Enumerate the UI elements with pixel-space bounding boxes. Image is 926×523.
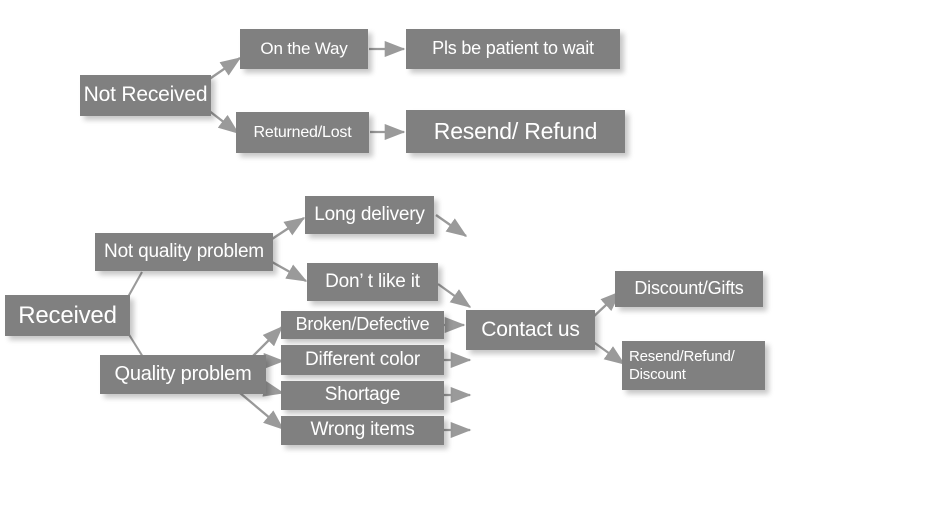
node-shortage[interactable]: Shortage xyxy=(281,381,444,410)
connector-received-to-quality xyxy=(127,332,144,358)
node-resend-refund[interactable]: Resend/ Refund xyxy=(406,110,625,153)
connector-dont-like-it-to-contact-us xyxy=(437,283,472,308)
node-broken-defective[interactable]: Broken/Defective xyxy=(281,311,444,339)
connector-quality-to-broken-defective xyxy=(251,326,283,358)
node-not-received[interactable]: Not Received xyxy=(80,75,211,116)
node-discount-gifts[interactable]: Discount/Gifts xyxy=(615,271,763,307)
connector-received-to-not-quality xyxy=(127,271,143,298)
connector-not-quality-to-long-delivery xyxy=(271,217,306,240)
connector-contact-us-to-resend-refund-discount xyxy=(591,340,626,365)
connector-not-received-to-on-the-way xyxy=(207,57,242,81)
connector-not-quality-to-dont-like-it xyxy=(271,260,308,283)
connector-not-received-to-returned-lost xyxy=(207,109,240,134)
connector-quality-to-wrong-items xyxy=(239,392,285,430)
node-quality-problem[interactable]: Quality problem xyxy=(100,355,266,394)
node-different-color[interactable]: Different color xyxy=(281,345,444,375)
node-on-the-way[interactable]: On the Way xyxy=(240,29,368,69)
node-not-quality-problem[interactable]: Not quality problem xyxy=(95,233,273,271)
node-wrong-items[interactable]: Wrong items xyxy=(281,416,444,445)
node-returned-lost[interactable]: Returned/Lost xyxy=(236,112,369,153)
node-long-delivery[interactable]: Long delivery xyxy=(305,196,434,234)
node-pls-be-patient-to-wait[interactable]: Pls be patient to wait xyxy=(406,29,620,69)
node-received[interactable]: Received xyxy=(5,295,130,336)
node-resend-refund-discount[interactable]: Resend/Refund/ Discount xyxy=(622,341,765,390)
node-contact-us[interactable]: Contact us xyxy=(466,310,595,350)
node-dont-like-it[interactable]: Don’ t like it xyxy=(307,263,438,301)
connector-long-delivery-to-contact-us xyxy=(435,214,468,237)
